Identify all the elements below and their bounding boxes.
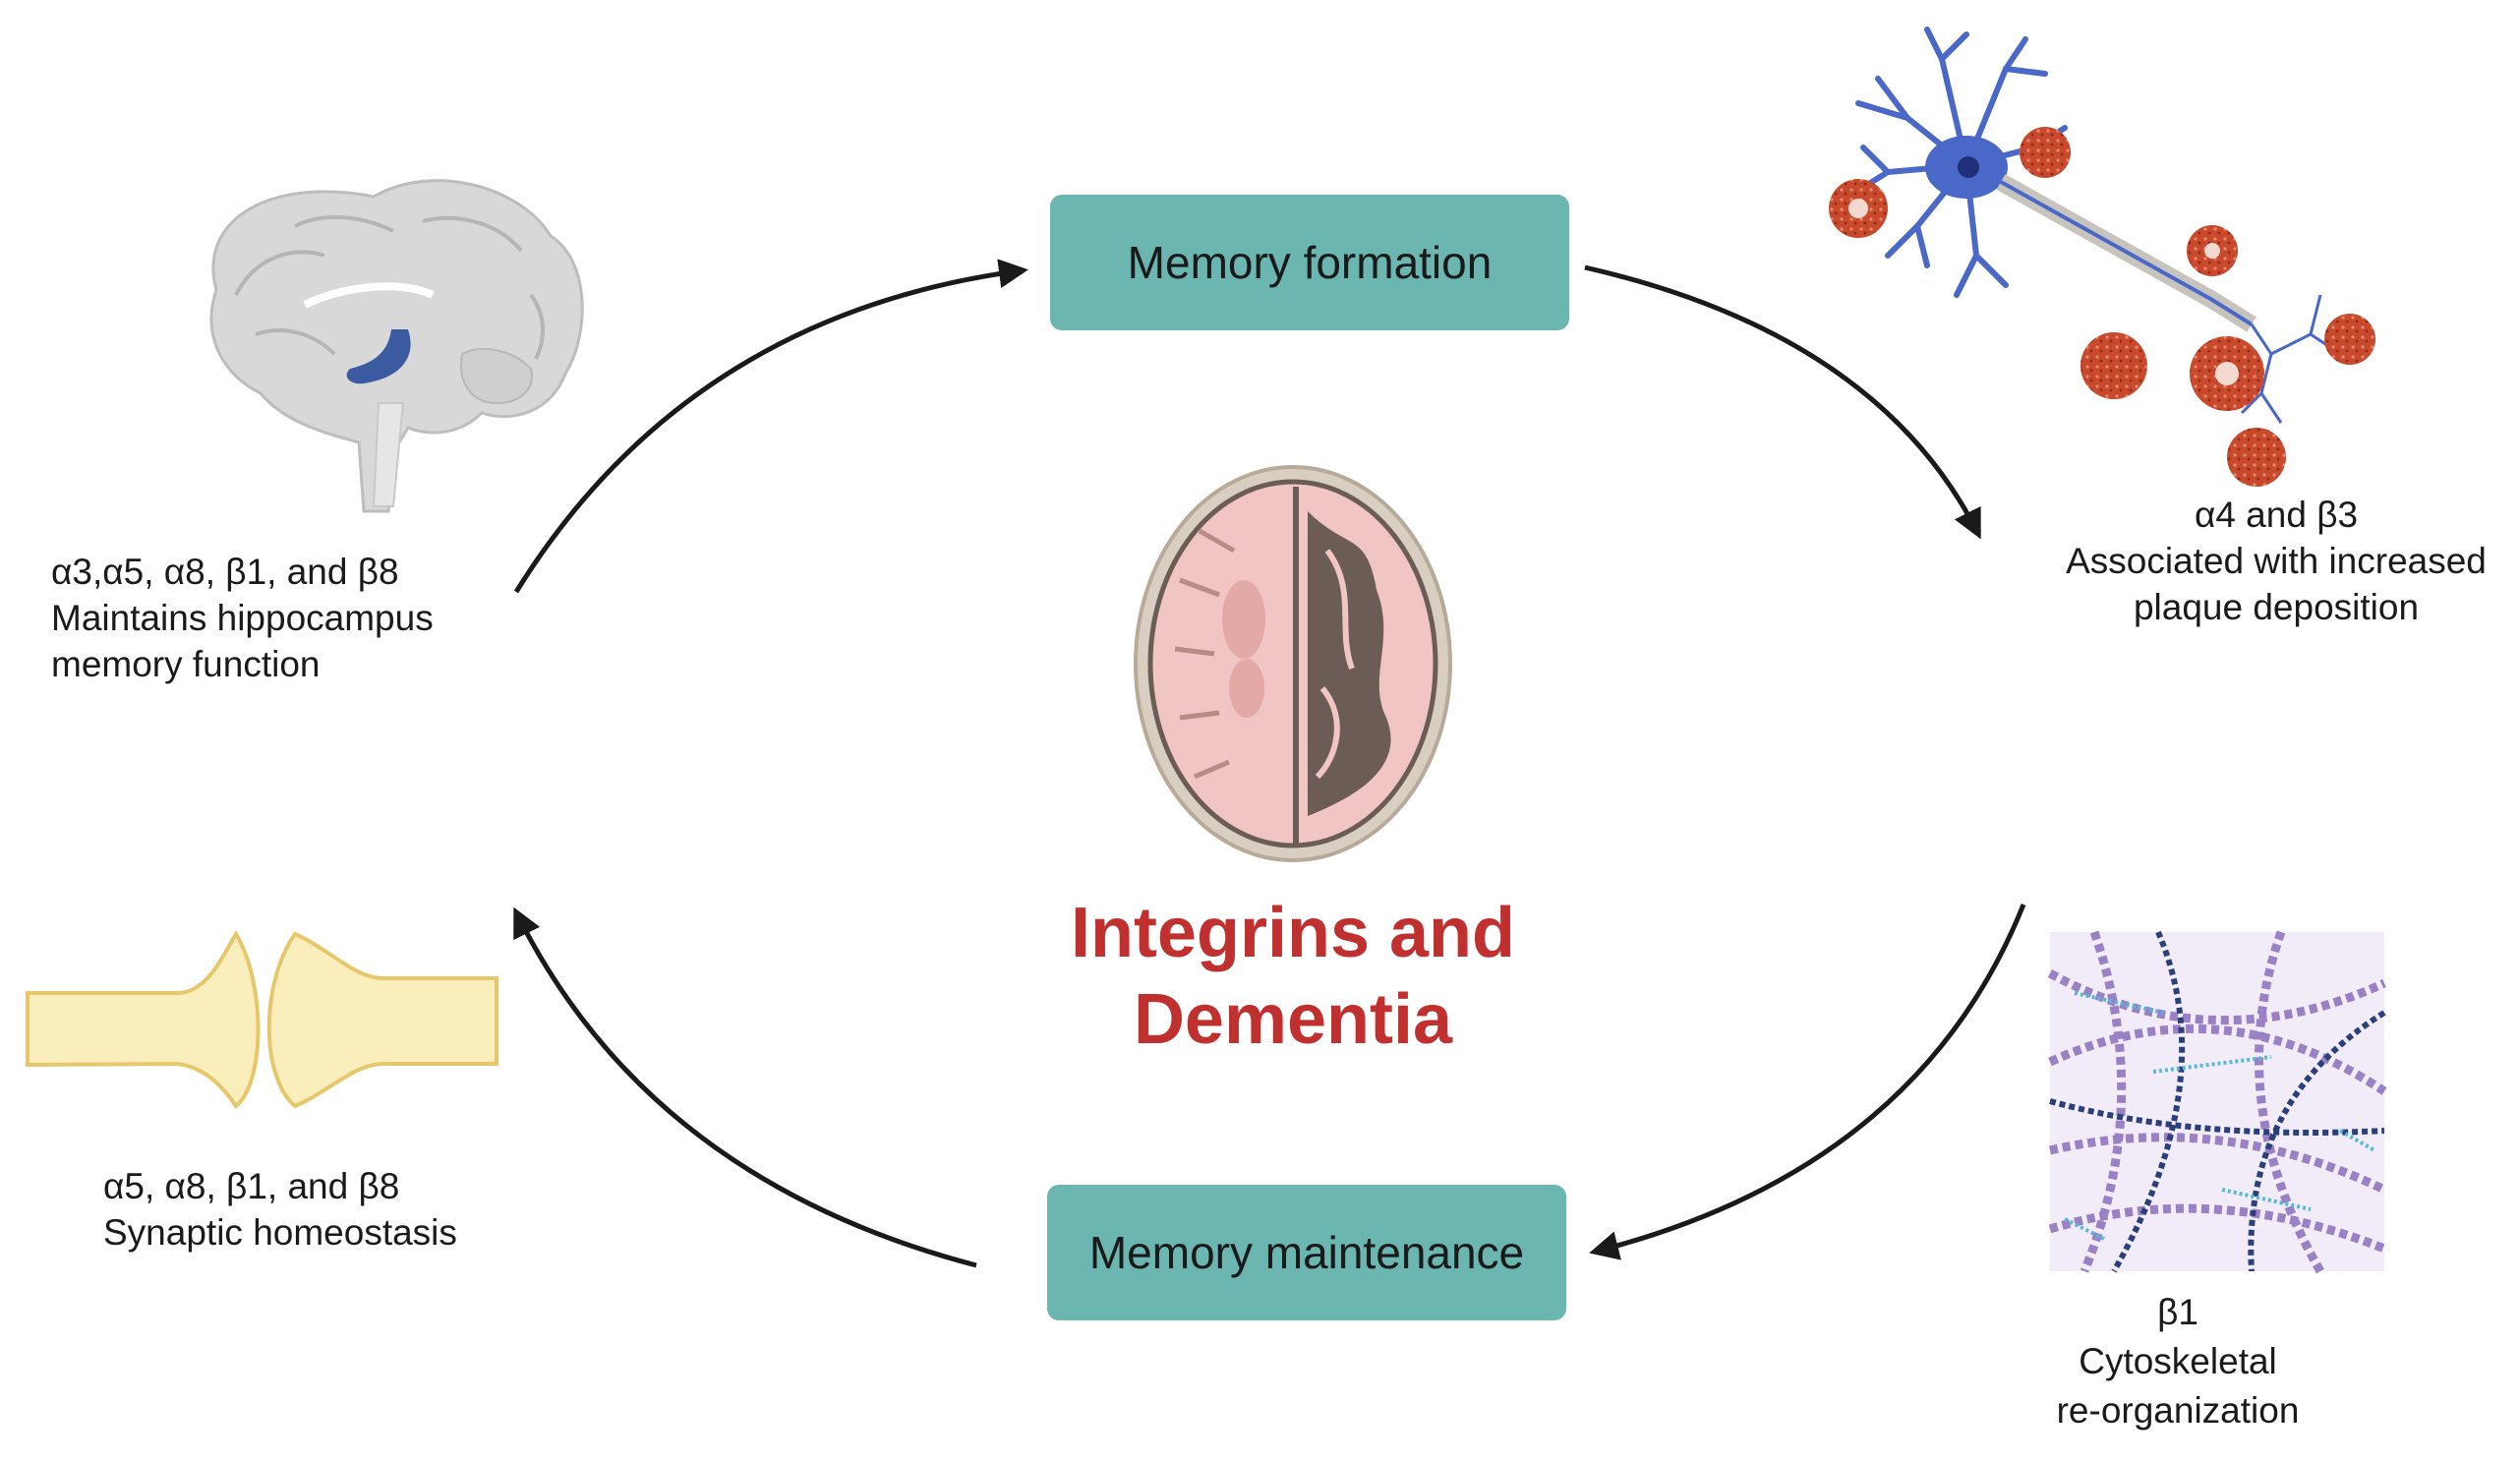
cytoskeletal-label: β1 Cytoskeletal re-organization	[2025, 1288, 2330, 1435]
synaptic-integrins: α5, α8, β1, and β8	[103, 1166, 400, 1206]
hippocampus-integrins: α3,α5, α8, β1, and β8	[51, 552, 399, 592]
cytoskeleton-icon	[2047, 930, 2387, 1274]
memory-formation-box: Memory formation	[1050, 195, 1569, 330]
hippocampus-label: α3,α5, α8, β1, and β8 Maintains hippocam…	[51, 549, 434, 687]
arrow-formation-to-right	[1584, 264, 1981, 540]
plaque-line-3: plaque deposition	[2133, 587, 2420, 627]
plaque-label: α4 and β3 Associated with increased plaq…	[2050, 492, 2502, 630]
memory-maintenance-box: Memory maintenance	[1047, 1185, 1566, 1320]
plaque-integrins: α4 and β3	[2194, 495, 2359, 535]
center-title-line-1: Integrins and	[1070, 894, 1516, 972]
memory-maintenance-label: Memory maintenance	[1088, 1227, 1525, 1278]
synaptic-label: α5, α8, β1, and β8 Synaptic homeostasis	[103, 1163, 457, 1256]
synaptic-line-2: Synaptic homeostasis	[103, 1212, 457, 1253]
neuron-plaque-icon	[1829, 27, 2375, 487]
cytoskeletal-integrin: β1	[2157, 1292, 2198, 1332]
hippocampus-line-2: Maintains hippocampus	[51, 598, 434, 638]
synapse-icon	[26, 930, 498, 1109]
cytoskeletal-line-3: re-organization	[2056, 1390, 2300, 1431]
arrow-maintenance-to-left	[513, 906, 977, 1268]
hippocampus-line-3: memory function	[51, 644, 321, 684]
sagittal-brain-icon	[209, 179, 584, 513]
arrow-right-to-maintenance	[1589, 904, 2026, 1260]
memory-formation-label: Memory formation	[1127, 237, 1493, 288]
center-title-line-2: Dementia	[1133, 980, 1453, 1059]
plaque-line-2: Associated with increased	[2066, 541, 2487, 581]
arrow-left-to-formation	[513, 259, 1028, 594]
axial-brain-scan-icon	[1134, 465, 1452, 862]
center-title: Integrins and Dementia	[983, 890, 1603, 1063]
cytoskeletal-line-2: Cytoskeletal	[2079, 1341, 2277, 1381]
